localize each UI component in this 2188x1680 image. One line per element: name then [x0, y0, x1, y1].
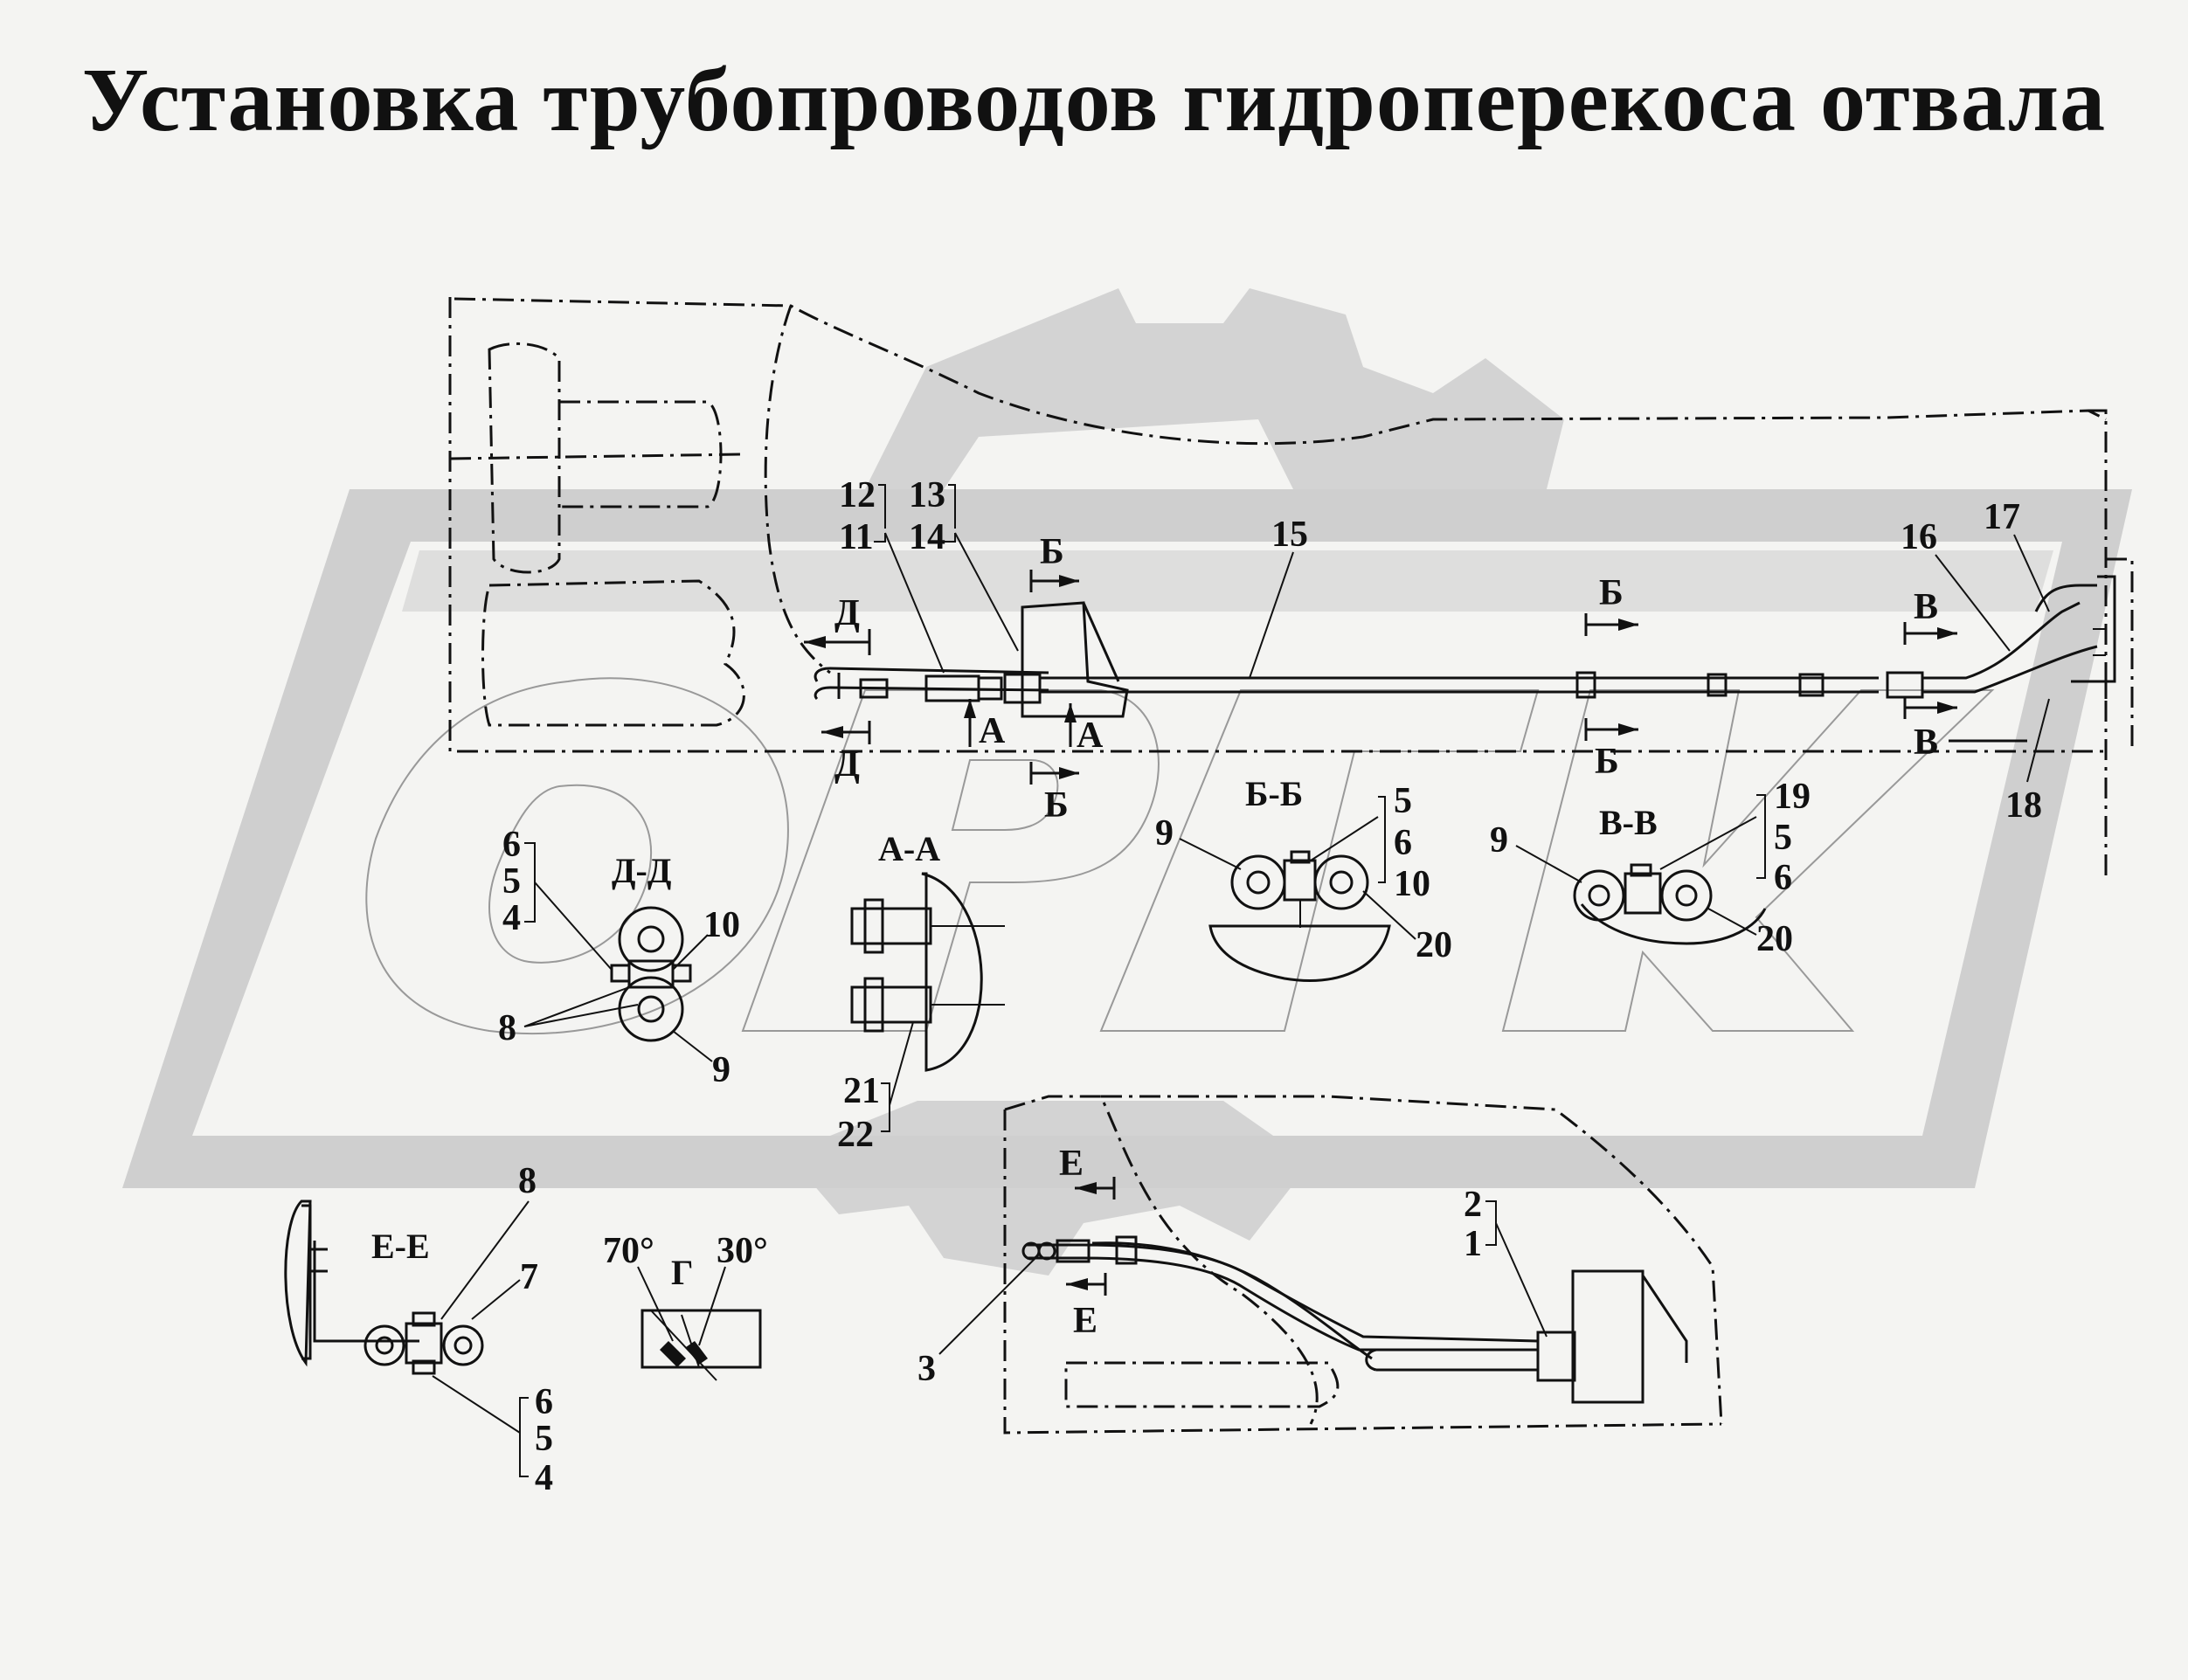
callout-3: 3	[917, 1349, 936, 1389]
callout-bb-5: 5	[1394, 781, 1412, 821]
section-vv: В-В 9 19 5 6 20	[1490, 777, 1811, 959]
mark-b-1: Б	[1040, 532, 1064, 572]
callout-11: 11	[839, 517, 874, 557]
section-ee: Е-Е 8 7 6 5 4	[284, 1161, 553, 1498]
mark-b-4: Б	[1595, 742, 1619, 782]
callout-ee-4: 4	[535, 1458, 553, 1498]
section-bb: Б-Б 9 5 6 10 20	[1155, 774, 1452, 982]
mark-v-top: В	[1914, 587, 1938, 627]
watermark-inner-band	[402, 550, 2053, 612]
section-label-aa: А-А	[878, 829, 940, 868]
callout-ee-8: 8	[518, 1161, 537, 1201]
nut-12	[977, 676, 1003, 701]
callout-bb-10: 10	[1394, 864, 1430, 904]
mark-v-bottom: В	[1914, 722, 1938, 763]
watermark-letter-o	[365, 677, 789, 1035]
callout-vv-19: 19	[1774, 777, 1811, 817]
view-g: 70° Г 30°	[603, 1231, 768, 1381]
callout-aa-21: 21	[843, 1071, 880, 1111]
callout-dd-8: 8	[498, 1008, 516, 1048]
watermark-letters	[365, 677, 1995, 1035]
callout-vv-6: 6	[1774, 858, 1792, 898]
clamp-right	[1798, 673, 1824, 697]
mark-d-top: Д	[834, 593, 860, 633]
watermark-logo	[122, 288, 2132, 1276]
mark-e-top: Е	[1059, 1144, 1084, 1184]
mark-b-2: Б	[1044, 785, 1069, 826]
callout-12: 12	[839, 475, 876, 515]
watermark-letter-k	[1501, 689, 1995, 1032]
page-title: Установка трубопроводов гидроперекоса от…	[81, 50, 2107, 150]
callout-15: 15	[1271, 515, 1308, 555]
vv-right-clamp	[1660, 869, 1713, 922]
lower-valve-block	[1571, 1269, 1644, 1404]
callout-bb-6: 6	[1394, 823, 1412, 863]
view-label-g: Г	[671, 1253, 693, 1292]
section-aa: А-А 21 22	[837, 829, 1005, 1155]
dd-top-clamp	[618, 906, 684, 972]
lower-view: Е Е 2 1 3	[917, 1095, 1723, 1435]
callout-vv-5: 5	[1774, 818, 1792, 858]
angle-30: 30°	[717, 1231, 768, 1271]
main-callouts: 12 11 13 14 15 16 17 18	[839, 475, 2050, 826]
mark-a-left: А	[979, 711, 1006, 751]
callout-dd-5: 5	[502, 861, 521, 902]
aa-body	[921, 872, 983, 1072]
watermark-frame	[122, 489, 2132, 1188]
mark-e-bottom: Е	[1073, 1301, 1097, 1341]
vv-left-clamp	[1573, 869, 1625, 922]
cut-markers: Д Д А А Б Б Б Б В В	[804, 532, 2027, 826]
section-label-ee: Е-Е	[371, 1227, 430, 1266]
callout-ee-6: 6	[535, 1382, 553, 1422]
callout-18: 18	[2005, 785, 2042, 826]
bb-right-clamp	[1313, 854, 1369, 910]
section-label-bb: Б-Б	[1245, 774, 1303, 813]
frame-outline	[448, 297, 2134, 882]
lower-fitting	[1536, 1331, 1576, 1382]
section-dd: Д-Д 6 5 4 10 8 9	[498, 825, 740, 1090]
callout-dd-4: 4	[502, 898, 521, 938]
mark-b-3: Б	[1599, 573, 1624, 613]
fitting-left	[859, 678, 889, 699]
callout-dd-10: 10	[703, 905, 740, 945]
angle-70: 70°	[603, 1231, 654, 1271]
ee-left-clamp	[364, 1324, 405, 1366]
watermark-gear	[865, 288, 1564, 489]
watermark-letter-r	[741, 689, 1160, 1032]
callout-1: 1	[1464, 1224, 1482, 1264]
main-pipeline	[814, 575, 2116, 718]
callout-dd-9: 9	[712, 1050, 730, 1090]
callout-17: 17	[1984, 497, 2020, 537]
callout-14: 14	[909, 517, 945, 557]
clamp-bb	[1575, 671, 1596, 699]
mark-d-bottom: Д	[834, 744, 860, 785]
clamp-mid	[1707, 673, 1728, 697]
callout-bb-9: 9	[1155, 813, 1174, 854]
ee-right-clamp	[442, 1324, 484, 1366]
callout-ee-5: 5	[535, 1419, 553, 1459]
callout-ee-7: 7	[520, 1257, 538, 1297]
mark-a-right: А	[1077, 716, 1104, 756]
section-label-vv: В-В	[1599, 803, 1658, 842]
section-label-dd: Д-Д	[612, 851, 671, 890]
callout-16: 16	[1901, 517, 1937, 557]
callout-dd-6: 6	[502, 825, 521, 865]
callout-vv-20: 20	[1756, 919, 1793, 959]
callout-vv-9: 9	[1490, 820, 1508, 861]
callout-aa-22: 22	[837, 1115, 874, 1155]
callout-13: 13	[909, 475, 945, 515]
callout-2: 2	[1464, 1185, 1482, 1225]
callout-bb-20: 20	[1416, 925, 1452, 965]
